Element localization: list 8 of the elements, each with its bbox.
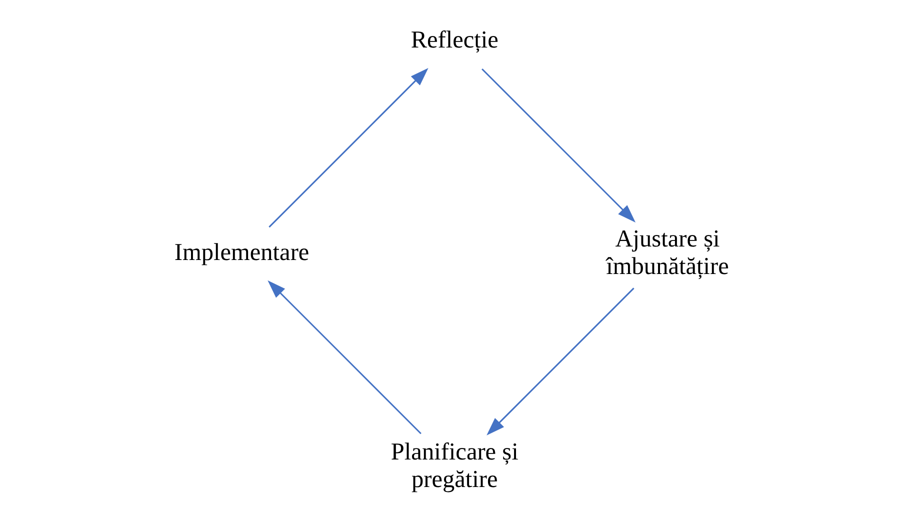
node-text: Reflecție: [410, 26, 498, 54]
arrow: [268, 68, 428, 228]
arrow: [486, 288, 634, 436]
node-text: Implementare: [174, 239, 310, 266]
node-text: Planificare și pregătire: [390, 438, 518, 493]
arrow: [268, 280, 422, 434]
node-text: Ajustare și îmbunătățire: [606, 226, 729, 280]
arrow: [482, 68, 636, 222]
